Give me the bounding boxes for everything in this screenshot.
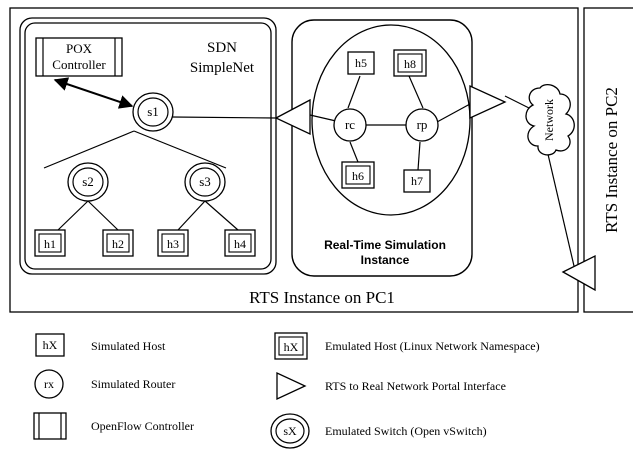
sdn-subtitle: SimpleNet [190, 60, 255, 76]
legend-emulated-switch-text: Emulated Switch (Open vSwitch) [325, 424, 487, 438]
simulated-host-h7: h7 [403, 169, 431, 193]
pc2-label: RTS Instance on PC2 [602, 87, 621, 233]
portal-interface-left [274, 98, 311, 136]
router-rc: rc [333, 108, 367, 142]
emulated-host-h4: h4 [224, 229, 256, 257]
switch-s2: s2 [67, 162, 109, 202]
pox-label-line2: Controller [52, 57, 106, 72]
host-h2-label: h2 [112, 237, 124, 251]
switch-s3: s3 [184, 162, 226, 202]
legend-emulated-host: hX Emulated Host (Linux Network Namespac… [274, 332, 540, 360]
network-cloud: Network [525, 83, 575, 156]
pox-label-line1: POX [66, 41, 93, 56]
legend-portal-text: RTS to Real Network Portal Interface [325, 379, 506, 393]
sdn-title: SDN [207, 40, 237, 56]
legend-openflow-controller-text: OpenFlow Controller [91, 419, 194, 433]
network-label: Network [542, 99, 556, 141]
host-h6-label: h6 [352, 169, 364, 183]
switch-s2-label: s2 [82, 174, 94, 189]
host-h3-label: h3 [167, 237, 179, 251]
host-h8-label: h8 [404, 57, 416, 71]
legend: hX Simulated Host rx Simulated Router Op… [33, 332, 540, 449]
legend-portal: RTS to Real Network Portal Interface [276, 371, 506, 401]
router-rp-label: rp [417, 117, 428, 132]
legend-emulated-host-text: Emulated Host (Linux Network Namespace) [325, 339, 540, 353]
router-rc-label: rc [345, 117, 355, 132]
legend-emulated-switch-symbol: sX [283, 424, 297, 438]
legend-simulated-host-symbol: hX [43, 338, 58, 352]
emulated-host-h8: h8 [393, 49, 427, 77]
host-h5-label: h5 [355, 56, 367, 70]
portal-interface-right [469, 84, 507, 120]
legend-simulated-router-symbol: rx [44, 377, 54, 391]
switch-s1: s1 [132, 92, 174, 132]
switch-s1-label: s1 [147, 104, 159, 119]
emulated-host-h2: h2 [102, 229, 134, 257]
host-h1-label: h1 [44, 237, 56, 251]
legend-emulated-switch: sX Emulated Switch (Open vSwitch) [270, 413, 487, 449]
emulated-host-h3: h3 [157, 229, 189, 257]
router-rp: rp [405, 108, 439, 142]
portal-interface-pc2 [561, 254, 596, 292]
legend-simulated-router-text: Simulated Router [91, 377, 175, 391]
legend-emulated-host-symbol: hX [284, 340, 299, 354]
pc1-label: RTS Instance on PC1 [249, 288, 395, 307]
legend-simulated-host-text: Simulated Host [91, 339, 166, 353]
emulated-host-h6: h6 [341, 161, 375, 189]
simulated-host-h5: h5 [347, 51, 375, 75]
rts-simulation-title: Real-Time Simulation [324, 238, 446, 252]
switch-s3-label: s3 [199, 174, 211, 189]
host-h7-label: h7 [411, 174, 423, 188]
legend-simulated-router: rx Simulated Router [34, 369, 175, 399]
rts-simulation-box: Real-Time Simulation Instance [291, 19, 473, 277]
emulated-host-h1: h1 [34, 229, 66, 257]
pox-controller: POX Controller [35, 37, 123, 77]
links [43, 75, 575, 267]
legend-openflow-controller: OpenFlow Controller [33, 412, 194, 440]
rts-simulation-subtitle: Instance [361, 253, 410, 267]
host-h4-label: h4 [234, 237, 246, 251]
legend-simulated-host: hX Simulated Host [35, 333, 166, 357]
